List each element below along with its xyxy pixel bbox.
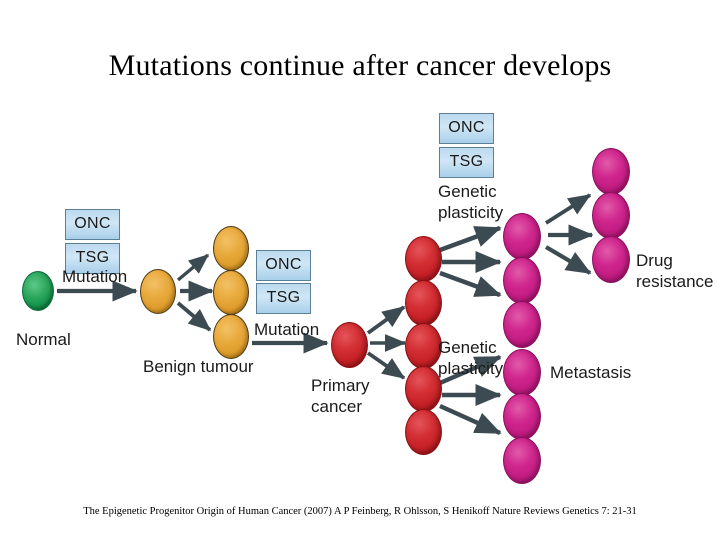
gene-box-onc-stage2[interactable]: ONC bbox=[256, 250, 311, 281]
cell-cancer-progeny bbox=[405, 323, 442, 369]
arrow-drug-down bbox=[544, 245, 592, 275]
gene-box-tsg-stage3[interactable]: TSG bbox=[439, 147, 494, 178]
cell-cancer-progeny bbox=[405, 409, 442, 455]
arrow-meta-up bbox=[439, 354, 502, 386]
label-mutation-2: Mutation bbox=[254, 320, 320, 339]
cell-cancer-progeny bbox=[405, 236, 442, 282]
source-caption: The Epigenetic Progenitor Origin of Huma… bbox=[83, 506, 637, 517]
label-normal: Normal bbox=[16, 330, 71, 349]
arrow-plastic-top-up bbox=[439, 225, 502, 253]
cell-drug-resistant bbox=[592, 236, 630, 283]
gene-box-tsg-stage2[interactable]: TSG bbox=[256, 283, 311, 314]
arrow-benign-up bbox=[176, 253, 210, 282]
cell-cancer-progeny bbox=[405, 366, 442, 412]
arrow-layer bbox=[57, 193, 594, 436]
cell-plastic-top bbox=[503, 213, 541, 260]
arrow-meta-down bbox=[439, 403, 502, 436]
label-primary-cancer: Primary cancer bbox=[311, 376, 370, 416]
cell-metastatic bbox=[503, 393, 541, 440]
arrow-primary-down2 bbox=[366, 351, 406, 380]
label-mutation-1: Mutation bbox=[62, 267, 128, 286]
cell-primary-cancer-seed bbox=[331, 322, 368, 368]
cell-benign-seed bbox=[140, 269, 176, 314]
cell-plastic-top bbox=[503, 257, 541, 304]
label-benign-tumour: Benign tumour bbox=[143, 357, 254, 376]
cell-benign-progeny bbox=[213, 226, 249, 271]
arrow-drug-up bbox=[544, 193, 592, 225]
cell-normal bbox=[22, 271, 54, 311]
cell-drug-resistant bbox=[592, 148, 630, 195]
label-genetic-plasticity-top: Genetic plasticity bbox=[438, 182, 504, 222]
gene-box-onc-stage1[interactable]: ONC bbox=[65, 209, 120, 240]
arrow-plastic-top-down bbox=[439, 270, 502, 298]
label-metastasis: Metastasis bbox=[550, 363, 632, 382]
gene-box-onc-stage3[interactable]: ONC bbox=[439, 113, 494, 144]
label-drug-resistance: Drug resistance bbox=[636, 251, 714, 291]
cell-cancer-progeny bbox=[405, 280, 442, 326]
cell-metastatic bbox=[503, 437, 541, 484]
cell-benign-progeny bbox=[213, 314, 249, 359]
arrow-primary-up2 bbox=[366, 305, 406, 335]
cell-benign-progeny bbox=[213, 270, 249, 315]
arrow-benign-down bbox=[176, 301, 212, 332]
cell-plastic-top bbox=[503, 301, 541, 348]
cell-drug-resistant bbox=[592, 192, 630, 239]
cancer-progression-diagram: ONC TSG ONC TSG ONC TSG bbox=[0, 95, 720, 495]
cell-metastatic bbox=[503, 349, 541, 396]
label-genetic-plasticity-bottom: Genetic plasticity bbox=[438, 338, 504, 378]
gene-box-tsg-stage1[interactable]: TSG bbox=[65, 243, 120, 274]
page-title: Mutations continue after cancer develops bbox=[108, 49, 612, 82]
